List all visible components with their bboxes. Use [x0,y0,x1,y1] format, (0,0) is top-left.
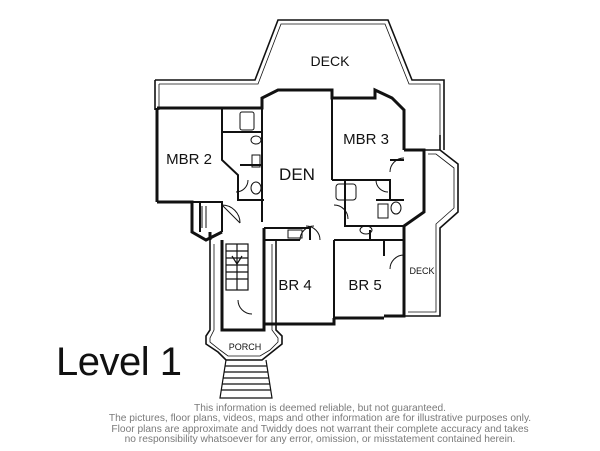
label-mbr3: MBR 3 [343,131,389,148]
disclaimer-line: The pictures, floor plans, videos, maps … [108,413,532,425]
label-deck-right: DECK [409,266,434,276]
room-labels: DECK MBR 2 DEN MBR 3 BR 4 BR 5 DECK PORC… [166,53,434,352]
disclaimer: This information is deemed reliable, but… [100,403,540,446]
door-swings [221,157,405,315]
porch-railing [205,239,283,361]
disclaimer-line: This information is deemed reliable, but… [193,403,446,414]
interior-stairs [225,243,249,291]
label-br5: BR 5 [348,277,381,294]
label-deck-top: DECK [311,53,351,69]
porch-steps [219,359,273,399]
exterior-walls [155,87,426,332]
disclaimer-line: no responsibility whatsoever for any err… [124,434,516,446]
label-porch: PORCH [229,342,262,352]
disclaimer-line: Floor plans are approximate and Twiddy d… [111,423,529,435]
deck-top-railing [154,19,445,135]
deck-right-railing [404,135,459,317]
level-title: Level 1 [56,340,182,384]
bath-fixtures [201,111,402,239]
label-mbr2: MBR 2 [166,151,212,168]
label-br4: BR 4 [278,277,311,294]
label-den: DEN [279,165,315,184]
